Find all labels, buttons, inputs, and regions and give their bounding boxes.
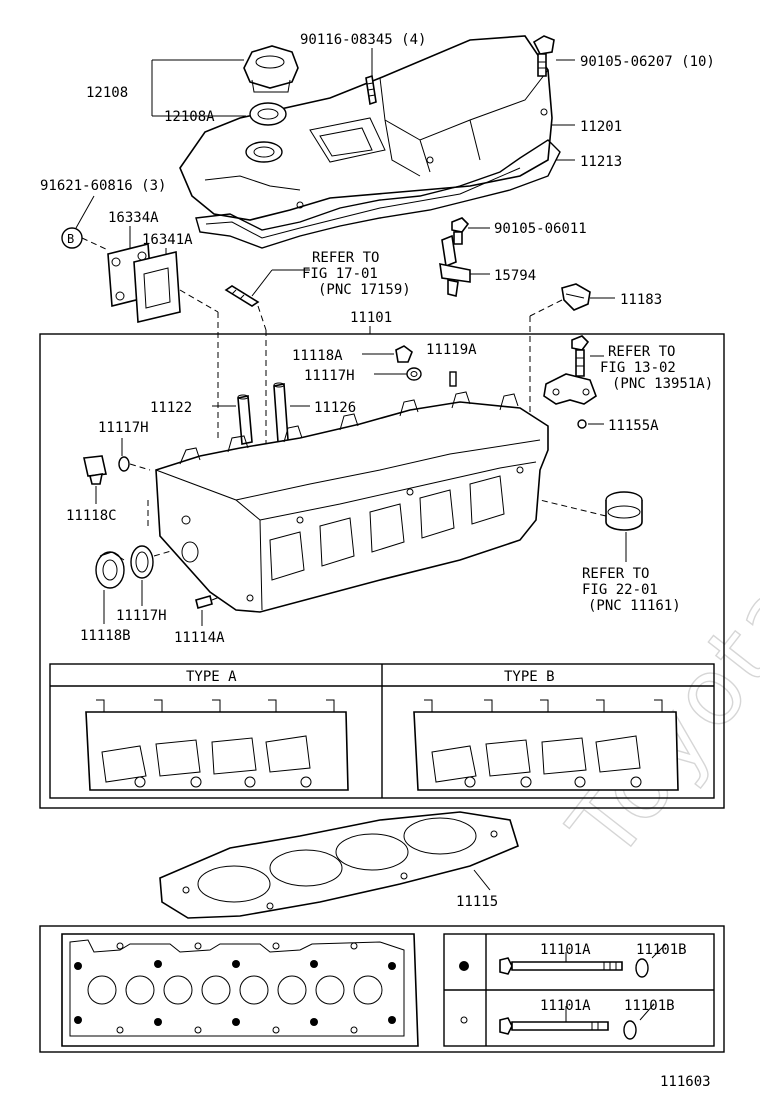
bolt-legend-table [443,933,715,1047]
callout-11101A-2: 11101A [540,998,591,1014]
head-gasket-11115 [159,811,519,919]
plug-11118C [83,455,107,485]
assembly-frame [39,333,725,809]
pin-11114A [195,595,213,609]
gasket-11117H-bottom [130,545,154,579]
callout-90105-06011: 90105-06011 [494,221,587,237]
plug-11183 [561,283,591,311]
plug-11118A [395,345,413,363]
callout-11122: 11122 [150,400,192,416]
callout-11201: 11201 [580,119,622,135]
stud-fig17 [224,285,260,307]
type-a-label: TYPE A [186,669,237,685]
pin-11119A [449,371,457,387]
callout-91621-60816: 91621-60816 (3) [40,178,166,194]
callout-11101B-2: 11101B [624,998,675,1014]
callout-16334A: 16334A [108,210,159,226]
bolt-fig13 [571,335,590,377]
callout-11213: 11213 [580,154,622,170]
washer-11101B-2 [623,1020,637,1040]
callout-16341A: 16341A [142,232,193,248]
oil-filler-cap-12108 [243,45,299,93]
washer-11101B-1 [635,958,649,978]
valve-guide-11122 [237,394,253,445]
figure-number: 111603 [660,1074,711,1090]
gasket-11117H-top [406,367,422,381]
filler-cap-gasket-12108A [249,102,287,126]
head-bolt-short [499,1017,609,1035]
ref-fig22-line2: FIG 22-01 [582,582,658,598]
ref-fig17-line3: (PNC 17159) [318,282,411,298]
callout-15794: 15794 [494,268,536,284]
camshaft-bearing-cap [543,373,597,405]
head-bolt-pattern-view [61,933,419,1047]
callout-90105-06207: 90105-06207 (10) [580,54,715,70]
stud-90116 [365,74,377,106]
callout-11101B-1: 11101B [636,942,687,958]
bolt-90105-06011 [451,217,470,245]
legend-hollow-dot [460,1016,468,1024]
type-b-head-side-view [413,699,679,791]
type-b-label: TYPE B [504,669,555,685]
ref-fig13-line1: REFER TO [608,344,675,360]
ref-fig13-line2: FIG 13-02 [600,360,676,376]
callout-12108: 12108 [86,85,128,101]
callout-11101: 11101 [350,310,392,326]
ref-fig17-line1: REFER TO [312,250,379,266]
callout-11117H-top: 11117H [304,368,355,384]
ref-fig22-line1: REFER TO [582,566,649,582]
type-a-head-side-view [85,699,349,791]
bolt-pattern-frame [39,925,725,1053]
callout-11183: 11183 [620,292,662,308]
cap-fig22 [605,491,643,531]
cylinder-head-cover [179,35,553,221]
callout-11117H-bottom: 11117H [116,608,167,624]
callout-11118A: 11118A [292,348,343,364]
cam-position-sensor-15794 [439,234,471,297]
ref-fig17-line2: FIG 17-01 [302,266,378,282]
cover-gasket-11213 [195,139,561,249]
callout-11114A: 11114A [174,630,225,646]
bolt-90105-06207 [532,35,555,77]
callout-11117H-left: 11117H [98,420,149,436]
ref-fig13-line3: (PNC 13951A) [612,376,713,392]
plug-11118B [95,551,125,589]
valve-guide-11126 [273,382,289,443]
callout-11115: 11115 [456,894,498,910]
callout-11155A: 11155A [608,418,659,434]
gasket-11117H-left [118,456,130,472]
callout-11126: 11126 [314,400,356,416]
callout-90116-08345: 90116-08345 (4) [300,32,426,48]
callout-11119A: 11119A [426,342,477,358]
leaders-top [151,48,575,161]
cylinder-head-11101 [155,391,549,613]
circle-b-label: B [67,232,74,246]
pin-11155A [577,419,587,429]
plate-gasket-16341A [133,251,181,323]
legend-filled-dot [459,961,469,971]
callout-11118B: 11118B [80,628,131,644]
head-bolt-long [499,957,623,975]
callout-11101A-1: 11101A [540,942,591,958]
ref-fig22-line3: (PNC 11161) [588,598,681,614]
callout-11118C: 11118C [66,508,117,524]
callout-12108A: 12108A [164,109,215,125]
